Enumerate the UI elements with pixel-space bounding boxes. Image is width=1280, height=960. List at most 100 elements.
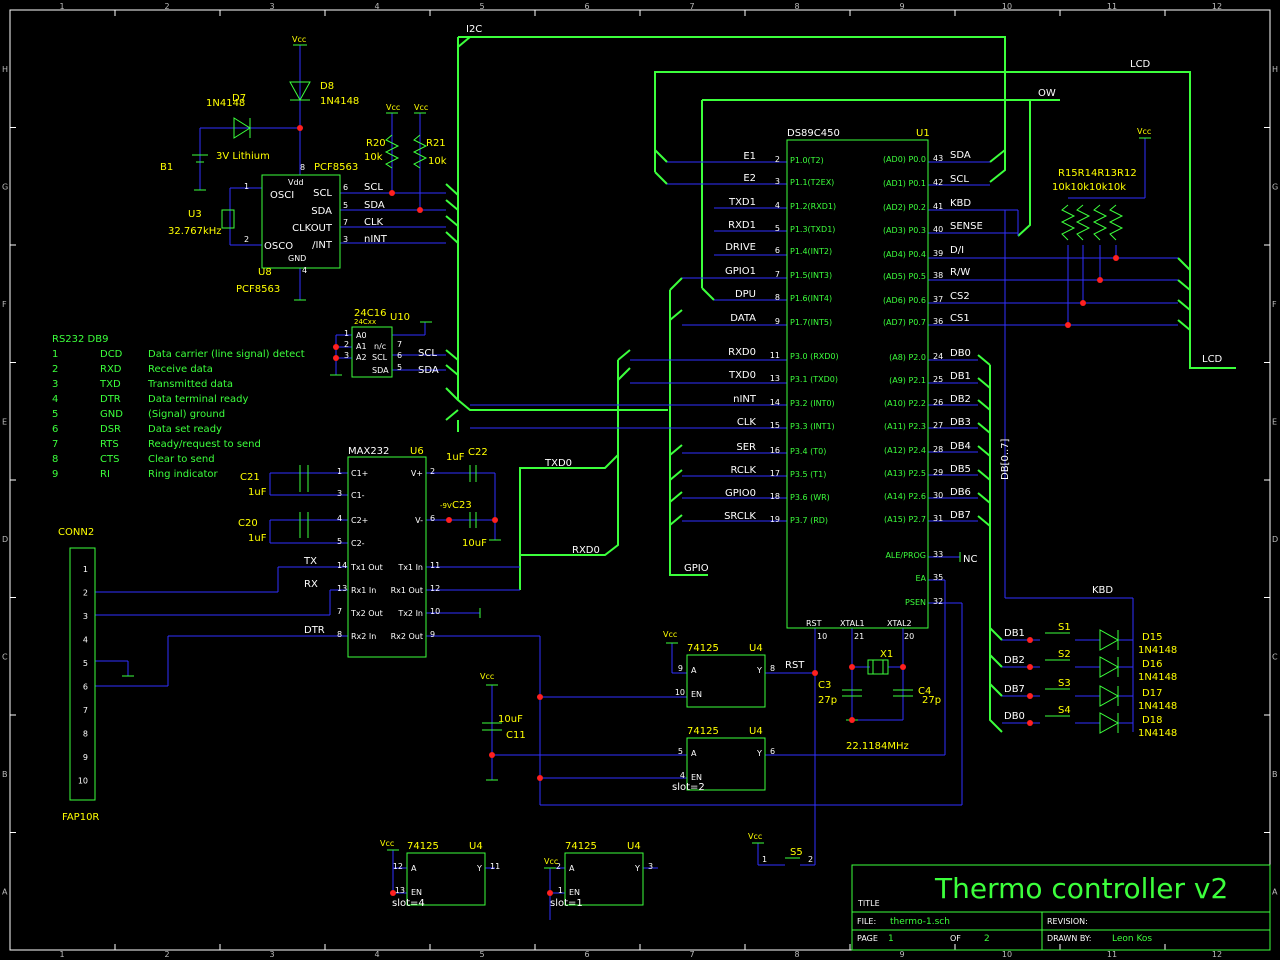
pin-num: 4 [680,771,685,780]
pin-name: P1.5(INT3) [790,271,832,280]
pin-num: 13 [337,584,347,593]
conn2-ref: CONN2 [58,527,94,538]
net-label: nINT [364,234,388,245]
rs232-pin: 6 [52,424,58,435]
c11-value: 10uF [498,714,523,725]
u10-ref: U10 [390,312,410,323]
border-col-label: 11 [1107,2,1117,11]
switch-ref: S4 [1058,705,1071,716]
bus-label-txd0: TXD0 [544,458,572,469]
pin-num: 8 [300,163,305,172]
pin-name: P3.4 (T0) [790,447,826,456]
border-row-label: H [2,65,8,74]
pin-name: A1 [356,342,367,351]
bus-lines [445,36,1236,733]
pin-num: 38 [933,271,943,280]
pin-name: Rx2 Out [391,632,423,641]
diode-ref: D15 [1142,632,1162,643]
title-label: TITLE [857,899,880,908]
rpack-refs: R15R14R13R12 [1058,168,1137,179]
pin-num: 32 [933,597,943,606]
border-col-label: 12 [1212,950,1222,959]
net-label: E1 [743,151,756,162]
pin-num: 42 [933,178,943,187]
pin-num: 17 [770,469,780,478]
rs232-pin: 5 [52,409,58,420]
pin-name: XTAL1 [840,619,865,628]
pin-num: 14 [337,561,347,570]
pin-num: 2 [775,155,780,164]
net-label: GPIO0 [725,488,756,499]
buffer-part: 74125 [407,841,439,852]
pin-name: EN [411,888,422,897]
pin-num: 15 [770,421,780,430]
buffer-ref: U4 [749,726,763,737]
pin-name: SDA [372,366,389,375]
rs232-desc: Data terminal ready [148,394,249,405]
c21-value: 1uF [248,487,267,498]
border-col-label: 4 [374,950,379,959]
border-row-label: A [2,888,8,897]
border-row-label: C [2,653,8,662]
pin-num: 5 [397,363,402,372]
conn-pin-num: 3 [83,612,88,621]
key-net-label: DB1 [1004,628,1025,639]
rs232-pin: 9 [52,469,58,480]
junction-dot [849,664,855,670]
junction-dot [492,517,498,523]
net-label: DB5 [950,464,971,475]
net-label: DRIVE [725,242,756,253]
u3-value: 32.767kHz [168,226,222,237]
pin-num: 29 [933,468,943,477]
diode-ref: D18 [1142,715,1162,726]
pin-num: 7 [775,270,780,279]
net-label: DB6 [950,487,971,498]
pin-name: (A8) P2.0 [889,353,926,362]
net-label: nINT [733,394,757,405]
vcc-label: Vcc [480,672,494,681]
pin-num: 9 [430,630,435,639]
u1-part: DS89C450 [787,128,840,139]
net-label: SCL [364,182,383,193]
pin-num: 13 [395,886,405,895]
net-label: DATA [730,313,756,324]
border-col-label: 3 [269,950,274,959]
pin-num: 7 [397,340,402,349]
rs232-pin: 2 [52,364,58,375]
net-label: SRCLK [724,511,756,522]
pin-name: A [691,666,697,675]
slot-label: slot=2 [672,782,705,793]
net-label: TX [303,556,317,567]
rs232-title: RS232 DB9 [52,334,108,345]
pin-num: 30 [933,491,943,500]
pin-name: (AD7) P0.7 [883,318,926,327]
pin-num: 6 [343,183,348,192]
net-label: DB1 [950,371,971,382]
nc-label: NC [963,554,977,565]
border-col-label: 2 [164,2,169,11]
pin-num: 26 [933,398,943,407]
key-net-label: DB7 [1004,684,1025,695]
rs232-desc: Transmitted data [147,379,233,390]
pin-num: 1 [337,467,342,476]
pin-num: 8 [337,630,342,639]
net-label: CS2 [950,291,970,302]
bus-label-gpio: GPIO [684,563,709,574]
border-row-label: H [1272,65,1278,74]
diode-part: 1N4148 [1138,672,1177,683]
pin-num: 8 [775,293,780,302]
junction-dot [1065,322,1071,328]
border-col-label: 8 [794,2,799,11]
of-label: OF [950,934,961,943]
d8-part: 1N4148 [320,96,359,107]
net-label: CLK [737,417,757,428]
pin-num: 2 [430,467,435,476]
d8-ref: D8 [320,81,334,92]
pin-name: n/c [374,342,386,351]
pin-name: P3.7 (RD) [790,516,828,525]
passive-symbols [122,44,1151,869]
pin-name: P3.5 (T1) [790,470,826,479]
vcc-label: Vcc [748,832,762,841]
buffer-part: 74125 [687,726,719,737]
vcc-label: Vcc [663,630,677,639]
